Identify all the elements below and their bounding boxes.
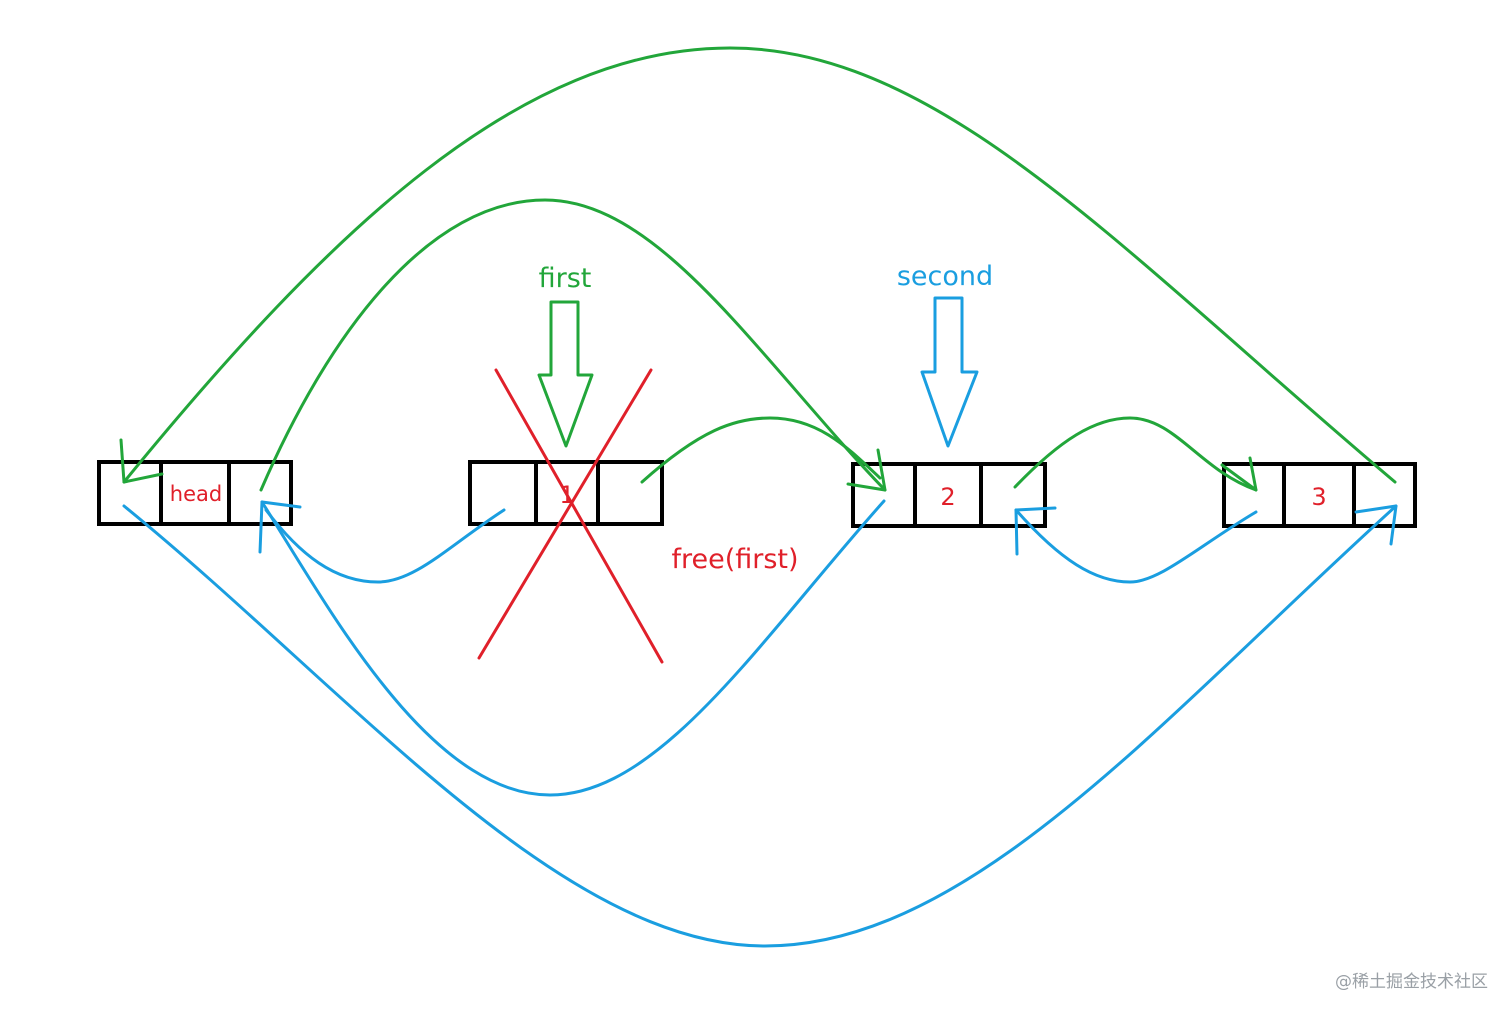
free-annotation: free(first) <box>671 544 798 575</box>
arrow-node3-next-to-head <box>122 46 1397 484</box>
node-1 <box>468 460 664 526</box>
arrow-head-prev-to-node3 <box>122 504 1398 948</box>
node-3-label: 3 <box>1311 483 1326 511</box>
arrowhead-head-blue <box>258 500 302 554</box>
node-1-prev-cell <box>468 460 538 526</box>
arrow-node2-prev-to-head <box>260 499 886 797</box>
node-1-next-cell <box>596 460 664 526</box>
node-head-prev-cell <box>97 460 163 526</box>
node-head-label: head <box>170 482 222 506</box>
node-2 <box>851 462 1047 528</box>
arrow-node3-prev-to-node2 <box>1014 508 1258 584</box>
node-2-label: 2 <box>940 483 955 511</box>
node-3 <box>1222 462 1417 528</box>
watermark: @稀土掘金技术社区 <box>1335 972 1488 992</box>
node-2-next-cell <box>979 462 1047 528</box>
arrowhead-node3-green <box>1220 456 1258 492</box>
arrow-node1-prev-to-head <box>264 508 506 584</box>
second-pointer-label: second <box>897 261 993 292</box>
arrow-head-next-to-node2 <box>259 198 887 492</box>
arrow-node2-next-to-node3 <box>1013 416 1258 492</box>
delete-cross-line-1 <box>494 368 664 664</box>
delete-cross-line-2 <box>477 368 653 660</box>
second-pointer-arrow <box>920 296 979 448</box>
node-3-next-cell <box>1352 462 1417 528</box>
arrowhead-node3-blue <box>1354 504 1398 546</box>
first-pointer-label: first <box>539 263 592 294</box>
arrow-node1-next-to-node2 <box>640 416 882 484</box>
first-pointer-arrow <box>537 300 594 448</box>
arrowhead-head-green <box>119 438 164 484</box>
arrowhead-node2-green-top <box>846 448 887 492</box>
node-2-prev-cell <box>851 462 917 528</box>
arrowhead-node2-blue <box>1014 506 1057 556</box>
